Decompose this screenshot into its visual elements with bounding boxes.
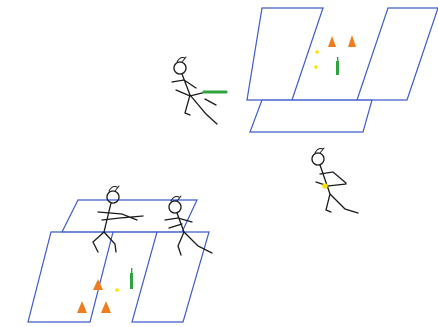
cone-icon (77, 301, 87, 313)
bottle-icon (336, 61, 339, 75)
ball-icon (315, 50, 319, 54)
field-panel-left (246, 7, 324, 101)
bottle-icon (337, 57, 339, 61)
cone-icon (101, 301, 111, 313)
field-panel-left (27, 231, 114, 323)
ball-icon (322, 183, 328, 189)
player-figure (311, 147, 359, 214)
player-head-icon (311, 152, 325, 166)
field-panel-back (61, 199, 198, 233)
cone-icon (328, 36, 336, 47)
field-panel-front (249, 99, 373, 133)
player-figure (171, 56, 228, 125)
field-panel-right (131, 231, 210, 323)
cone-icon (348, 35, 356, 47)
cone-icon (93, 279, 103, 290)
ball-icon (115, 288, 119, 292)
top-right-station (246, 7, 438, 133)
bottle-icon (130, 273, 133, 289)
bottle-icon (131, 268, 133, 273)
player-figure (92, 185, 144, 253)
player-head-icon (106, 190, 120, 204)
player-head-icon (173, 61, 187, 75)
player-head-icon (168, 200, 182, 214)
ball-icon (314, 65, 318, 69)
player-figure (164, 195, 213, 256)
bottom-left-station (27, 199, 210, 323)
field-panel-right (356, 7, 438, 101)
